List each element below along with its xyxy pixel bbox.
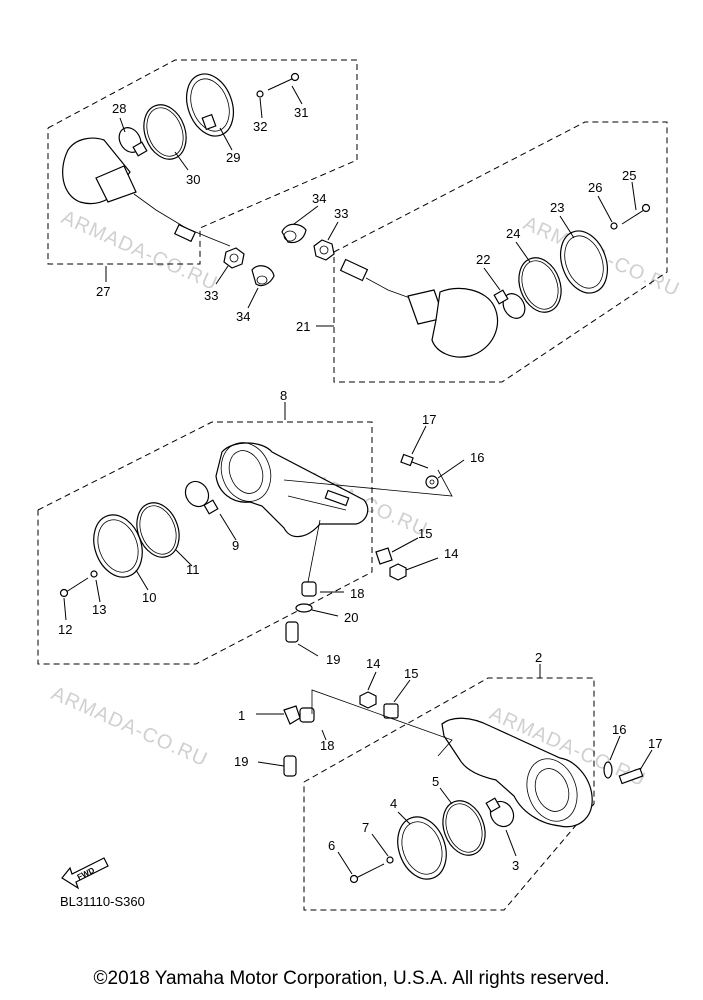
callout-13: 13 [92,602,106,617]
assembly-21: 34 33 22 24 23 26 25 21 [281,121,668,383]
callout-3: 3 [512,858,519,873]
callout-2: 2 [535,650,542,665]
callout-17a: 17 [422,412,436,427]
callout-22: 22 [476,252,490,267]
callout-12: 12 [58,622,72,637]
callout-23: 23 [550,200,564,215]
callout-14b: 14 [366,656,380,671]
callout-14a: 14 [444,546,458,561]
callout-24: 24 [506,226,520,241]
callout-27: 27 [96,284,110,299]
callout-16a: 16 [470,450,484,465]
callout-33a: 33 [204,288,218,303]
callout-28: 28 [112,101,126,116]
callout-15a: 15 [418,526,432,541]
watermark-1: ARMADA-CO.RU [58,206,221,295]
callout-6: 6 [328,838,335,853]
callout-19a: 19 [326,652,340,667]
callout-17b: 17 [648,736,662,751]
callout-10: 10 [142,590,156,605]
callout-34b: 34 [312,191,326,206]
callout-26: 26 [588,180,602,195]
callout-29: 29 [226,150,240,165]
callout-16b: 16 [612,722,626,737]
callout-19b: 19 [234,754,248,769]
callout-8: 8 [280,388,287,403]
assembly-8: 8 9 11 [37,388,484,667]
callout-25: 25 [622,168,636,183]
watermark-4: ARMADA-CO.RU [48,682,211,771]
diagram-code: BL31110-S360 [60,894,145,909]
callout-21: 21 [296,319,310,334]
callout-31: 31 [294,105,308,120]
callout-11: 11 [186,562,200,577]
assembly-27: 28 30 29 32 31 27 33 34 [47,59,358,324]
callout-32: 32 [253,119,267,134]
fwd-arrow-icon: FWD [61,857,109,890]
copyright-notice: ©2018 Yamaha Motor Corporation, U.S.A. A… [93,968,610,989]
callout-15b: 15 [404,666,418,681]
callout-1: 1 [238,708,245,723]
callout-18b: 18 [320,738,334,753]
callout-34a: 34 [236,309,250,324]
callout-30: 30 [186,172,200,187]
callout-9: 9 [232,538,239,553]
callout-33b: 33 [334,206,348,221]
callout-4: 4 [390,796,397,811]
assembly-2: 2 1 14 15 18 [234,650,662,911]
callout-7: 7 [362,820,369,835]
callout-18a: 18 [350,586,364,601]
callout-5: 5 [432,774,439,789]
callout-20: 20 [344,610,358,625]
